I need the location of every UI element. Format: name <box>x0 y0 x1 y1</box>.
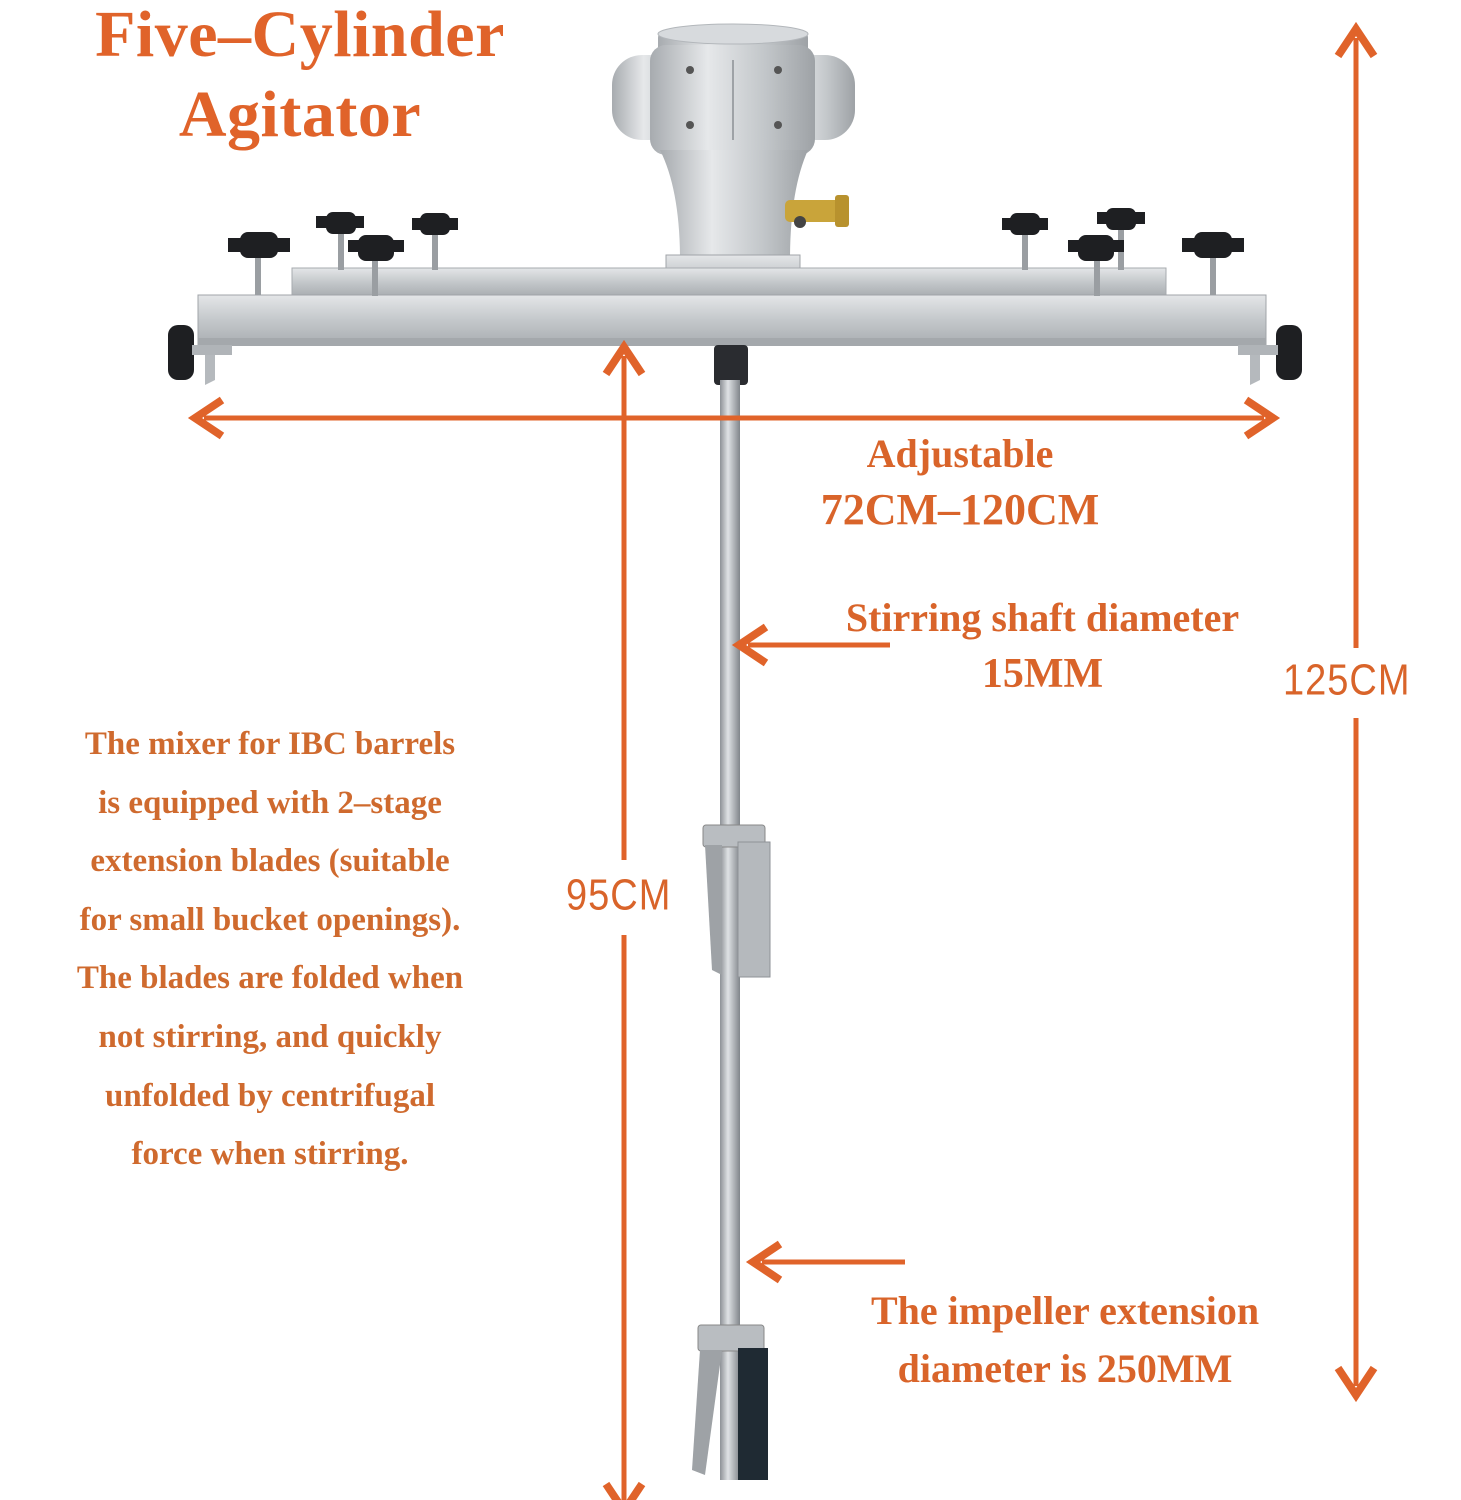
description-line: is equipped with 2–stage <box>98 784 442 821</box>
stirring-shaft <box>692 345 771 1480</box>
description-line: The mixer for IBC barrels <box>84 726 456 762</box>
impeller-line-2: diameter is 250MM <box>897 1346 1233 1391</box>
brass-valve <box>785 200 840 222</box>
description-line: unfolded by centrifugal <box>104 1077 436 1114</box>
impeller-line-1: The impeller extension <box>870 1288 1260 1333</box>
shaft-diameter-title: Stirring shaft diameter <box>845 595 1240 640</box>
mounting-frame <box>197 267 1267 385</box>
shaft-length-label: 95CM <box>566 871 672 921</box>
description-line: for small bucket openings). <box>79 901 461 938</box>
impeller-diameter-label: The impeller extension diameter is 250MM <box>795 1282 1335 1398</box>
shaft-diameter-label: Stirring shaft diameter 15MM <box>770 590 1315 702</box>
total-height-label: 125CM <box>1283 656 1411 706</box>
width-label-line-1: Adjustable <box>866 431 1054 476</box>
shaft-diameter-value: 15MM <box>981 651 1104 697</box>
description-line: extension blades (suitable <box>90 843 450 880</box>
description-line: The blades are folded when <box>76 960 464 997</box>
clamp-knobs <box>168 208 1302 380</box>
product-title: Five–Cylinder Agitator <box>10 0 590 152</box>
width-range: 72CM–120CM <box>820 485 1100 534</box>
dimension-arrows <box>187 21 1378 1500</box>
title-line-2: Agitator <box>178 78 422 151</box>
description-line: not stirring, and quickly <box>98 1018 442 1055</box>
air-motor <box>612 23 855 296</box>
product-description: The mixer for IBC barrels is equipped wi… <box>0 715 540 1184</box>
title-line-1: Five–Cylinder <box>95 0 505 71</box>
width-label: Adjustable 72CM–120CM <box>780 426 1140 538</box>
description-line: force when stirring. <box>131 1136 409 1173</box>
